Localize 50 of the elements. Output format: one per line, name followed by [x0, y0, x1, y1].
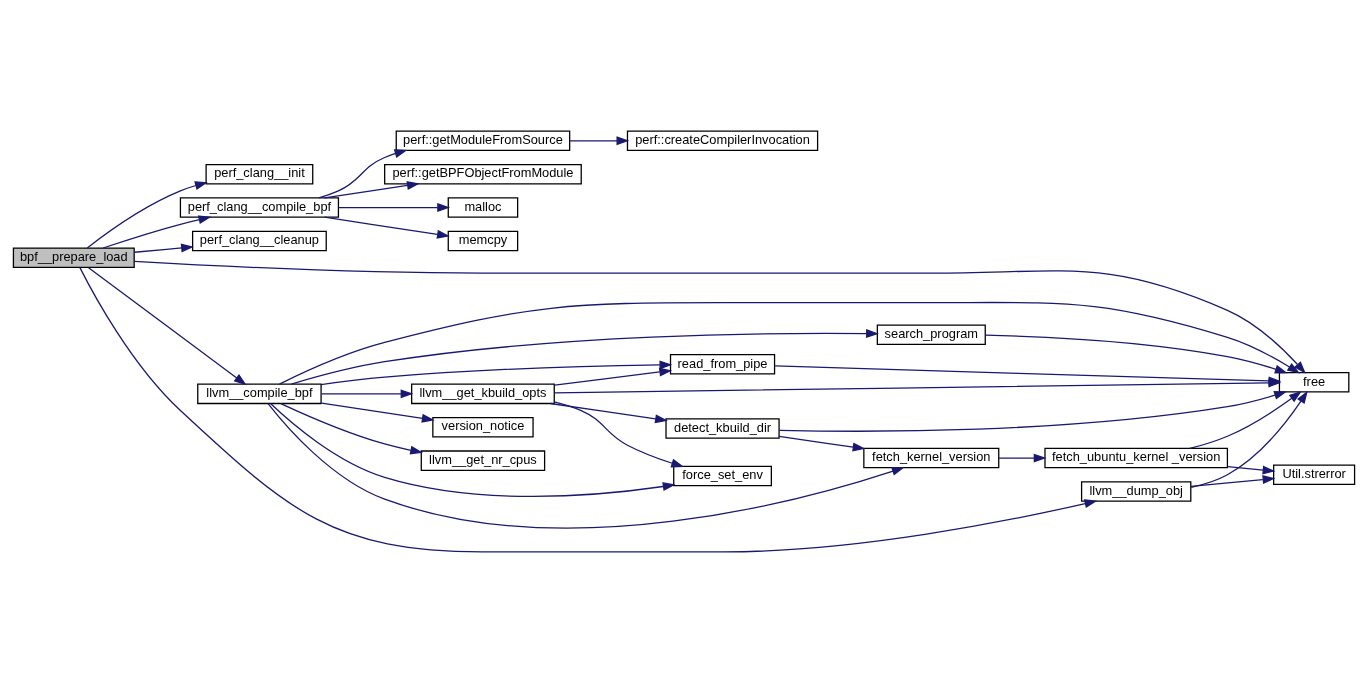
- arrow: [549, 402, 668, 424]
- arrow: [778, 435, 866, 452]
- node-box: free: [1278, 372, 1350, 393]
- node-box: version_notice: [432, 417, 534, 438]
- arrow: [1227, 465, 1276, 475]
- arrow: [998, 453, 1047, 463]
- node-box: llvm__compile_bpf: [197, 383, 322, 405]
- arrow: [321, 402, 435, 423]
- arrow: [86, 181, 208, 249]
- arrow: [267, 403, 905, 529]
- node-box: fetch_ubuntu_kernel _version: [1044, 447, 1229, 469]
- node-box: fetch_kernel_version: [863, 447, 1000, 469]
- node-box: memcpy: [447, 230, 519, 252]
- arrow: [985, 334, 1288, 374]
- node-box: force_set_env: [673, 465, 772, 487]
- node-box: perf::getBPFObjectFromModule: [384, 163, 582, 185]
- arrow: [133, 243, 194, 253]
- arrow: [569, 136, 630, 146]
- arrow: [269, 402, 676, 498]
- arrow: [324, 216, 450, 239]
- arrow: [321, 389, 414, 399]
- arrow: [320, 360, 673, 386]
- node-box: llvm__dump_obj: [1080, 481, 1192, 502]
- arrow: [554, 367, 673, 386]
- node-box: llvm__get_nr_cpus: [420, 450, 546, 471]
- node-box: malloc: [447, 197, 519, 218]
- arrow: [318, 149, 408, 199]
- arrow: [87, 266, 247, 386]
- arrow: [290, 329, 879, 385]
- node-box: bpf__prepare_load: [12, 247, 135, 268]
- arrow: [337, 203, 451, 213]
- node-box: Util.strerror: [1273, 464, 1356, 486]
- node-box: search_program: [876, 324, 986, 346]
- node-box: perf_clang__init: [205, 163, 314, 185]
- arrow: [778, 390, 1287, 432]
- arrow: [553, 401, 685, 468]
- arrow: [280, 402, 424, 455]
- node-box: perf_clang__compile_bpf: [179, 197, 340, 218]
- arrow: [1190, 390, 1308, 488]
- arrow: [1189, 390, 1302, 450]
- node-box: read_from_pipe: [669, 354, 776, 375]
- arrow: [1190, 475, 1276, 487]
- node-box: perf_clang__cleanup: [192, 230, 327, 252]
- arrow: [324, 181, 420, 199]
- arrow: [79, 266, 1098, 553]
- node-box: perf::createCompilerInvocation: [626, 130, 819, 152]
- arrow: [102, 215, 212, 249]
- node-box: perf::getModuleFromSource: [395, 130, 571, 152]
- node-box: detect_kbuild_dir: [665, 418, 780, 439]
- node-box: llvm__get_kbuild_opts: [411, 383, 555, 405]
